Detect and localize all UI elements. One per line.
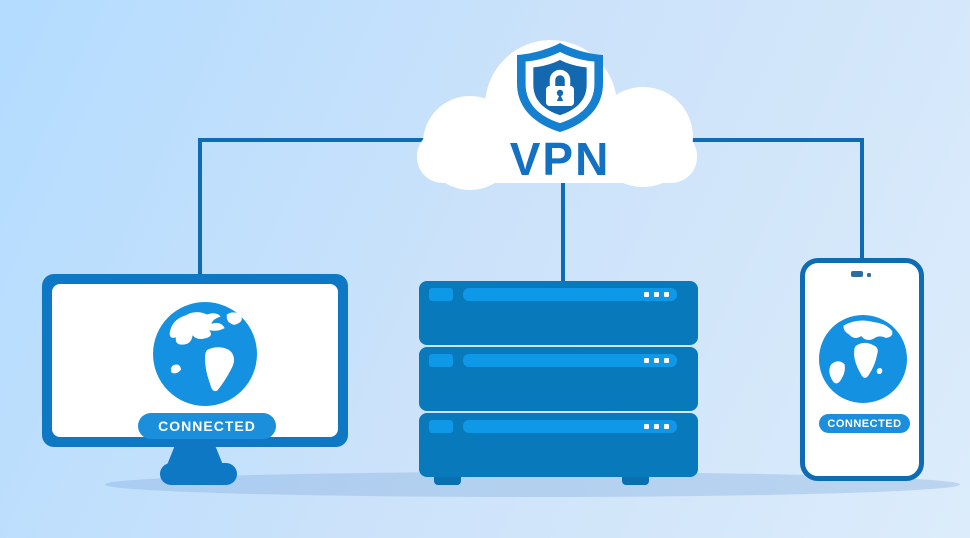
- server-led: [654, 292, 659, 297]
- server-unit: [419, 281, 698, 345]
- server-foot: [622, 477, 649, 485]
- server-foot: [434, 477, 461, 485]
- vpn-label: VPN: [509, 133, 611, 185]
- server-bar: [463, 354, 677, 367]
- phone-speaker-icon: [851, 271, 863, 277]
- status-badge: CONNECTED: [138, 413, 276, 439]
- phone-camera-icon: [867, 273, 871, 277]
- shield-lock-icon: [517, 43, 603, 132]
- server-led: [664, 424, 669, 429]
- server-unit: [419, 413, 698, 477]
- lock-shackle: [549, 69, 571, 88]
- globe-africa-icon: [819, 315, 907, 403]
- smartphone: CONNECTED: [800, 258, 924, 481]
- server-rack: [419, 281, 698, 479]
- server-unit: [419, 347, 698, 411]
- status-badge: CONNECTED: [819, 414, 910, 433]
- server-led: [664, 358, 669, 363]
- server-bar: [463, 420, 677, 433]
- monitor-screen: CONNECTED: [52, 284, 338, 439]
- server-led: [644, 424, 649, 429]
- server-led: [664, 292, 669, 297]
- desktop-monitor: CONNECTED: [42, 274, 348, 447]
- monitor-stand-neck: [167, 447, 223, 465]
- server-led: [644, 358, 649, 363]
- server-led: [654, 358, 659, 363]
- server-bar: [463, 288, 677, 301]
- server-led: [654, 424, 659, 429]
- server-chip: [429, 354, 453, 367]
- globe-americas-icon: [153, 302, 257, 406]
- server-led: [644, 292, 649, 297]
- server-chip: [429, 288, 453, 301]
- server-chip: [429, 420, 453, 433]
- monitor-stand-base: [160, 463, 237, 485]
